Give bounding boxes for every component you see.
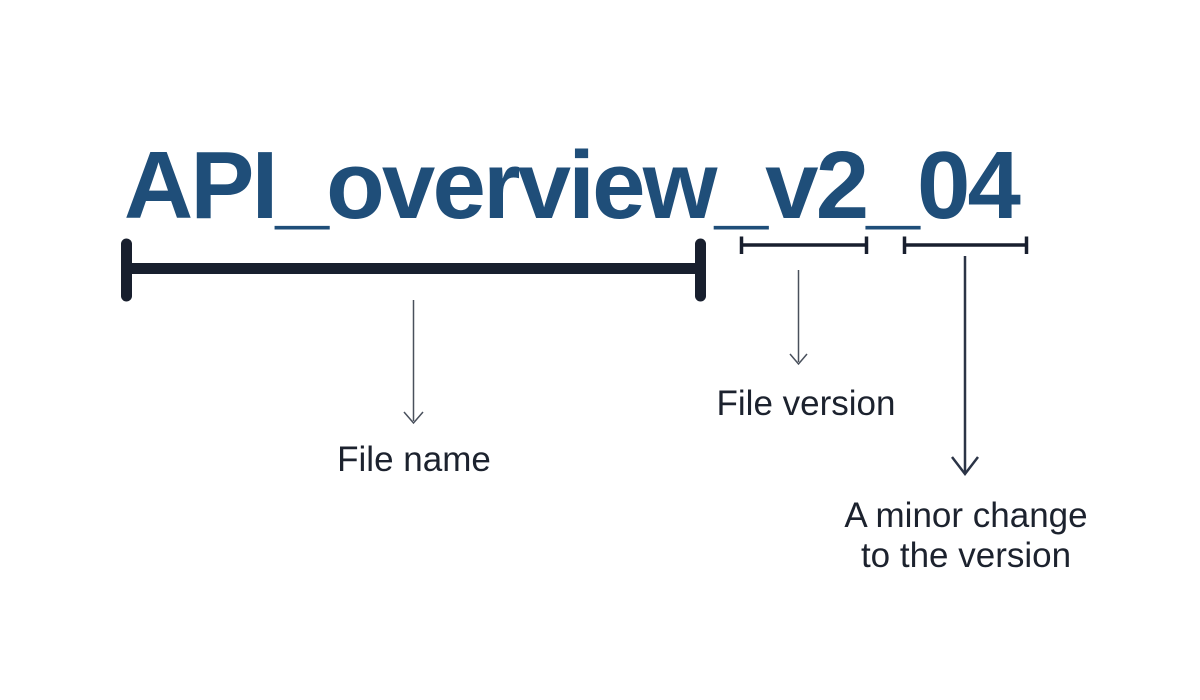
file-name-label: File name [337, 440, 491, 479]
minor-change-arrow [951, 256, 979, 477]
minor-change-bracket [902, 236, 1029, 254]
file-name-bracket [121, 238, 706, 302]
file-version-bracket [739, 236, 869, 254]
file-version-label: File version [716, 384, 896, 423]
file-version-arrow [789, 270, 808, 366]
file-name-arrow [403, 300, 424, 425]
filename-text: API_overview_v2_04 [123, 132, 1021, 239]
minor-change-label: A minor change to the version [844, 496, 1088, 575]
